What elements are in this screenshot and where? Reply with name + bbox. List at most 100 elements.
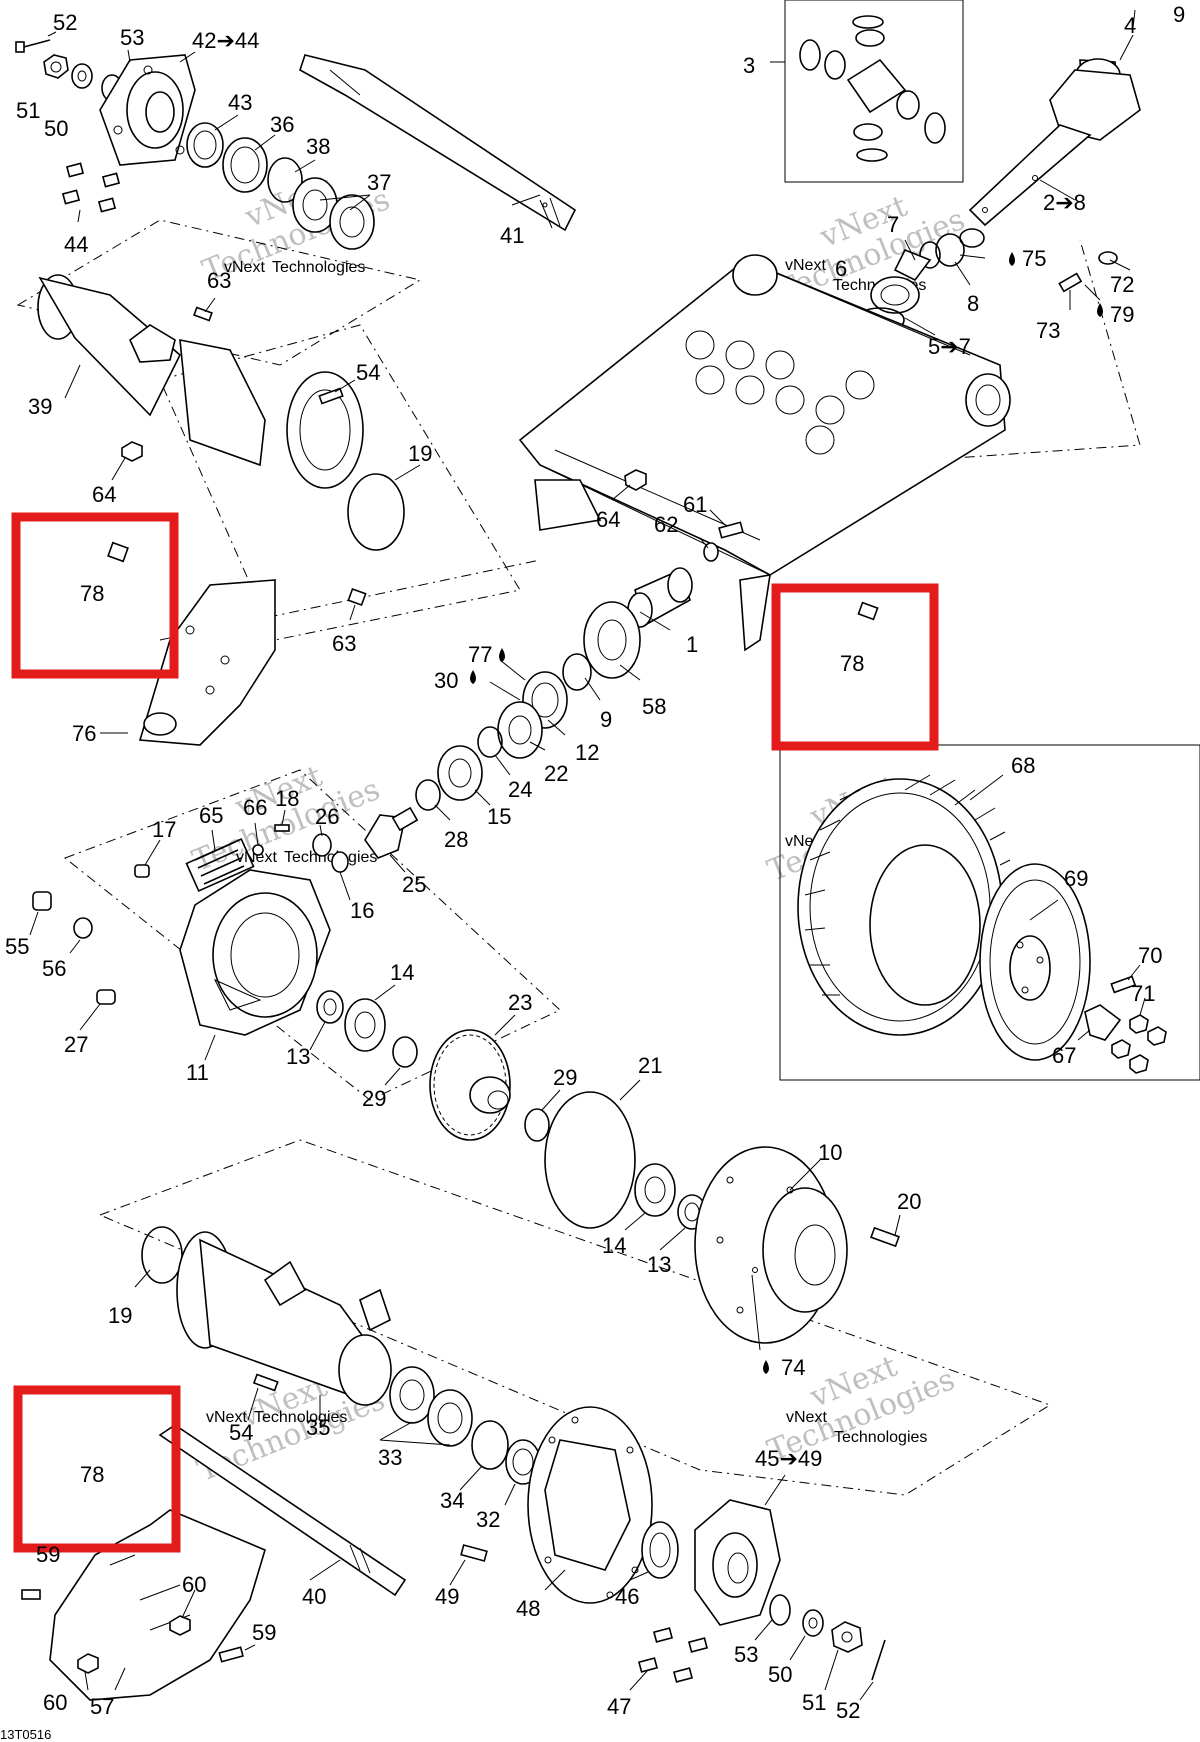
callout-19: 19 bbox=[108, 1303, 132, 1328]
callout-5-7: 5➔7 bbox=[928, 334, 971, 359]
callouts: 52 53 42➔44 51 50 43 36 38 37 44 41 3 4 … bbox=[5, 2, 1185, 1723]
callout-71: 71 bbox=[1131, 981, 1155, 1006]
callout-56: 56 bbox=[42, 956, 66, 981]
callout-50: 50 bbox=[44, 116, 68, 141]
callout-9: 9 bbox=[600, 707, 612, 732]
callout-78: 78 bbox=[80, 1462, 104, 1487]
watermark-label: Technologies bbox=[834, 1429, 927, 1446]
callout-9: 9 bbox=[1173, 2, 1185, 27]
callout-22: 22 bbox=[544, 761, 568, 786]
callout-47: 47 bbox=[607, 1694, 631, 1719]
pinion-stack bbox=[415, 567, 693, 811]
callout-45-49: 45➔49 bbox=[755, 1446, 822, 1471]
callout-66: 66 bbox=[243, 795, 267, 820]
callout-60: 60 bbox=[43, 1690, 67, 1715]
oil-drop-icon bbox=[470, 670, 476, 684]
callout-2-8: 2➔8 bbox=[1043, 190, 1086, 215]
callout-67: 67 bbox=[1052, 1043, 1076, 1068]
callout-26: 26 bbox=[315, 804, 339, 829]
callout-4: 4 bbox=[1124, 13, 1136, 38]
oil-drop-icon bbox=[1009, 252, 1015, 266]
callout-19: 19 bbox=[408, 441, 432, 466]
callout-54: 54 bbox=[356, 360, 380, 385]
callout-8: 8 bbox=[967, 291, 979, 316]
callout-53: 53 bbox=[734, 1642, 758, 1667]
callout-7: 7 bbox=[887, 212, 899, 237]
callout-78: 78 bbox=[840, 651, 864, 676]
callout-24: 24 bbox=[508, 777, 532, 802]
callout-39: 39 bbox=[28, 394, 52, 419]
ujoint-inset bbox=[784, 0, 964, 183]
callout-63: 63 bbox=[332, 631, 356, 656]
callout-63: 63 bbox=[207, 268, 231, 293]
oil-drop-icon bbox=[499, 648, 505, 662]
callout-25: 25 bbox=[402, 872, 426, 897]
ring-gear-group bbox=[429, 1029, 900, 1344]
callout-55: 55 bbox=[5, 934, 29, 959]
callout-30: 30 bbox=[434, 668, 458, 693]
callout-43: 43 bbox=[228, 90, 252, 115]
callout-58: 58 bbox=[642, 694, 666, 719]
callout-50: 50 bbox=[768, 1662, 792, 1687]
callout-32: 32 bbox=[476, 1507, 500, 1532]
callout-17: 17 bbox=[152, 817, 176, 842]
callout-73: 73 bbox=[1036, 318, 1060, 343]
callout-64: 64 bbox=[596, 507, 620, 532]
brake-hub-bottom bbox=[460, 1406, 886, 1683]
callout-72: 72 bbox=[1110, 272, 1134, 297]
callout-12: 12 bbox=[575, 740, 599, 765]
callout-10: 10 bbox=[818, 1140, 842, 1165]
callout-14: 14 bbox=[602, 1233, 626, 1258]
callout-74: 74 bbox=[781, 1355, 805, 1380]
oil-drop-icons bbox=[470, 252, 1103, 1374]
callout-1: 1 bbox=[686, 632, 698, 657]
callout-21: 21 bbox=[638, 1053, 662, 1078]
oil-drop-icon bbox=[1097, 303, 1103, 317]
callout-68: 68 bbox=[1011, 753, 1035, 778]
callout-18: 18 bbox=[275, 786, 299, 811]
callout-37: 37 bbox=[367, 170, 391, 195]
axle-top bbox=[299, 54, 577, 232]
callout-27: 27 bbox=[64, 1032, 88, 1057]
callout-69: 69 bbox=[1064, 866, 1088, 891]
callout-33: 33 bbox=[378, 1445, 402, 1470]
callout-48: 48 bbox=[516, 1596, 540, 1621]
callout-78: 78 bbox=[80, 581, 104, 606]
callout-23: 23 bbox=[508, 990, 532, 1015]
callout-51: 51 bbox=[802, 1690, 826, 1715]
watermark-label: Technologies bbox=[272, 259, 365, 276]
watermark-label: vNext bbox=[236, 849, 277, 866]
diff-case-group bbox=[32, 806, 419, 1068]
callout-11: 11 bbox=[186, 1060, 209, 1085]
callout-75: 75 bbox=[1022, 246, 1046, 271]
callout-3: 3 bbox=[743, 53, 755, 78]
callout-52: 52 bbox=[836, 1698, 860, 1723]
wheel-inset bbox=[779, 744, 1200, 1081]
axle-bottom bbox=[158, 1424, 407, 1597]
callout-77: 77 bbox=[468, 642, 492, 667]
callout-49: 49 bbox=[435, 1584, 459, 1609]
highlight-box-78-lower-left bbox=[13, 1385, 181, 1553]
callout-35: 35 bbox=[306, 1415, 330, 1440]
watermark-label: Technologies bbox=[254, 1409, 347, 1426]
callout-52: 52 bbox=[53, 10, 77, 35]
callout-62: 62 bbox=[654, 512, 678, 537]
guard-57 bbox=[21, 1509, 266, 1701]
propshaft bbox=[935, 58, 1141, 293]
watermark-label: vNext bbox=[224, 259, 265, 276]
hub-group-top bbox=[15, 39, 375, 250]
callout-29: 29 bbox=[362, 1086, 386, 1111]
callout-16: 16 bbox=[350, 898, 374, 923]
highlight-box-78-right bbox=[771, 583, 939, 751]
axle-housing-top bbox=[37, 274, 405, 551]
callout-29: 29 bbox=[553, 1065, 577, 1090]
highlight-box-78-upper-left bbox=[11, 512, 179, 679]
callout-59: 59 bbox=[252, 1620, 276, 1645]
callout-14: 14 bbox=[390, 960, 414, 985]
callout-54: 54 bbox=[229, 1420, 253, 1445]
callout-20: 20 bbox=[897, 1189, 921, 1214]
oil-drop-icon bbox=[763, 1360, 769, 1374]
callout-79: 79 bbox=[1110, 302, 1134, 327]
bracket-76 bbox=[107, 541, 367, 746]
